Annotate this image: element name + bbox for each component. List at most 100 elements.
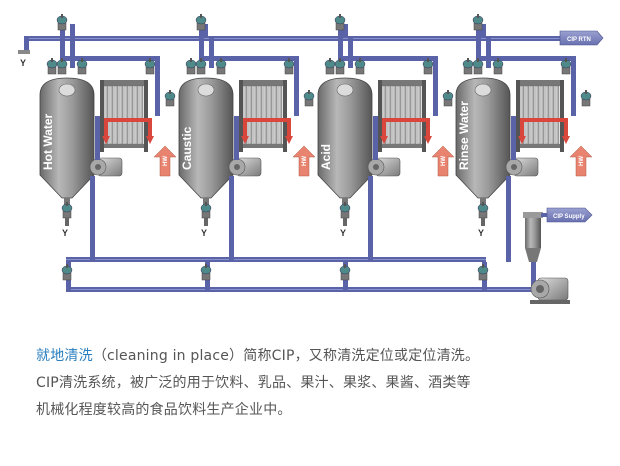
hx-return-pipe (373, 116, 378, 160)
hx-plate (529, 85, 535, 145)
cip-supply-tag: CIP Supply (541, 207, 593, 223)
valve-icon (185, 58, 197, 75)
hx-plate (406, 85, 412, 145)
hx-plate (539, 85, 545, 145)
valve-icon (339, 202, 351, 219)
drain-stub (481, 218, 485, 226)
steam-arrow-icon (285, 136, 293, 144)
valve-icon (200, 264, 212, 281)
hx-feed-pipe (338, 56, 438, 61)
pump-hub (511, 164, 517, 170)
hx-plate (272, 85, 278, 145)
plate-heat-exchanger (100, 80, 148, 152)
left-drain: Y (18, 50, 30, 68)
caption-line-1-rest: （cleaning in place）简称CIP，又称清洗定位或定位清洗。 (92, 348, 480, 364)
hx-feed-pipe (199, 56, 299, 61)
discharge-pipe (368, 176, 373, 262)
valve-icon (492, 58, 504, 75)
hx-plate (262, 85, 268, 145)
valve-stem (169, 90, 171, 94)
discharge-pipe (90, 176, 95, 262)
valve-stem (205, 264, 207, 268)
steam-loop (382, 118, 430, 136)
drain-mark: Y (20, 58, 26, 68)
hx-top-bar (241, 80, 285, 86)
valve-icon (477, 264, 489, 281)
valve-icon (61, 202, 73, 219)
valve-stem (200, 14, 202, 18)
pump-icon (505, 157, 539, 177)
valve-stem (565, 58, 567, 62)
hx-plate (544, 85, 550, 145)
hx-feed-pipe (476, 56, 576, 61)
hx-frame-right (283, 80, 287, 152)
hx-frame-right (422, 80, 426, 152)
valve-stem (51, 58, 53, 62)
hx-bottom-bar (241, 144, 285, 148)
hx-plate (554, 85, 560, 145)
drain-mark: Y (201, 228, 207, 238)
valve-icon (195, 58, 207, 75)
valve-stem (61, 58, 63, 62)
hx-bottom-bar (518, 144, 562, 148)
hx-frame-left (516, 80, 520, 152)
valve-icon (195, 14, 207, 31)
hx-return-pipe (511, 116, 516, 160)
valve-icon (354, 58, 366, 75)
hx-bottom-bar (380, 144, 424, 148)
valve-stem (190, 58, 192, 62)
valve-icon (472, 58, 484, 75)
steam-loop (243, 118, 291, 136)
inlet-pipe (60, 20, 65, 68)
valve-icon (477, 202, 489, 219)
caption-line-3: 机械化程度较高的食品饮料生产企业中。 (36, 402, 292, 418)
tank-label: Rinse Water (457, 101, 471, 170)
valve-stem (585, 90, 587, 94)
valve-stem (339, 58, 341, 62)
pump-icon (367, 157, 401, 177)
valve-icon (283, 58, 295, 75)
hx-plate (277, 85, 283, 145)
hw-arrow-shape (292, 145, 316, 177)
valve-stem (477, 58, 479, 62)
valve-icon (442, 90, 454, 107)
hx-plate (401, 85, 407, 145)
valve-icon (422, 58, 434, 75)
caption-line-2: CIP清洗系统，被广泛的用于饮料、乳品、果汁、果浆、果酱、酒类等 (36, 375, 471, 391)
valve-stem (149, 58, 151, 62)
hx-top-bar (380, 80, 424, 86)
pump-icon (89, 157, 123, 177)
manhole-icon (58, 83, 76, 97)
hx-plate (138, 85, 144, 145)
caption-highlight: 就地清洗 (36, 348, 93, 364)
hx-feed-pipe (60, 56, 160, 61)
hx-plate (416, 85, 422, 145)
hot-water-arrow-icon: HW (153, 145, 177, 177)
valve-icon (339, 264, 351, 281)
hw-label: HW (163, 156, 169, 166)
pump-hub (234, 164, 240, 170)
hx-plate (252, 85, 258, 145)
return-pipe (486, 38, 491, 68)
tank-label: Hot Water (41, 113, 55, 170)
steam-arrow-icon (102, 136, 110, 144)
valve-stem (427, 58, 429, 62)
plate-heat-exchanger (516, 80, 564, 152)
hw-arrow-shape (153, 145, 177, 177)
valve-icon (334, 14, 346, 31)
hx-plate (247, 85, 253, 145)
hx-bottom-bar (102, 144, 146, 148)
caption-line-1: 就地清洗（cleaning in place）简称CIP，又称清洗定位或定位清洗… (36, 343, 596, 370)
hx-top-bar (102, 80, 146, 86)
valve-icon (462, 58, 474, 75)
drain-stub (204, 218, 208, 226)
hx-plate (549, 85, 555, 145)
steam-arrow-icon (562, 136, 570, 144)
cip-return-tag: CIP RTN (559, 30, 604, 46)
valve-icon (164, 90, 176, 107)
valve-stem (81, 58, 83, 62)
plate-heat-exchanger (378, 80, 426, 152)
manhole-icon (197, 83, 215, 97)
